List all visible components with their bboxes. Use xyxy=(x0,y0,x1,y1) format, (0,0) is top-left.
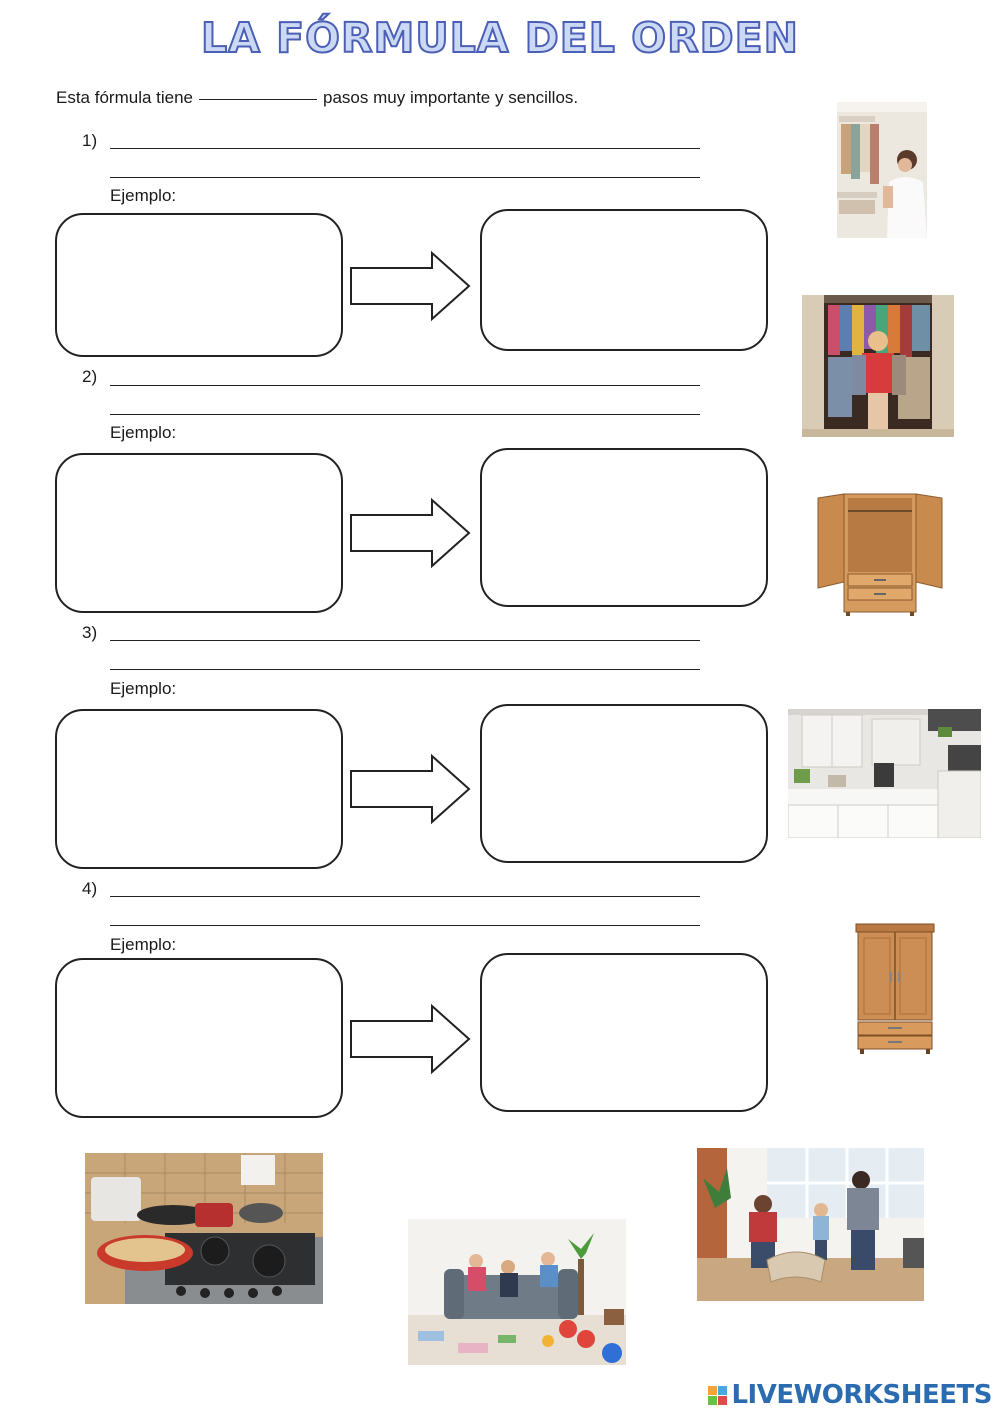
open-wardrobe-photo[interactable] xyxy=(812,490,948,618)
intro-text-before: Esta fórmula tiene xyxy=(56,88,194,107)
step-4-answer-line-2[interactable] xyxy=(110,925,700,926)
step-2-example-box-before[interactable] xyxy=(55,453,343,613)
step-4-answer-line-1[interactable] xyxy=(110,896,700,897)
step-3-answer-line-1[interactable] xyxy=(110,640,700,641)
woman-at-closet-photo[interactable] xyxy=(837,102,927,238)
step-3-number: 3) xyxy=(82,623,98,642)
clean-kitchen-photo[interactable] xyxy=(788,709,981,838)
messy-living-room-photo[interactable] xyxy=(408,1219,626,1365)
step-2-example-box-after[interactable] xyxy=(480,448,768,607)
step-4-number: 4) xyxy=(82,879,98,898)
logo-blocks-icon xyxy=(708,1385,728,1405)
step-4-example-box-before[interactable] xyxy=(55,958,343,1118)
step-2-answer-line-1[interactable] xyxy=(110,385,700,386)
family-cleaning-photo[interactable] xyxy=(697,1148,924,1301)
page-title: LA FÓRMULA DEL ORDEN xyxy=(200,13,799,63)
dirty-stove-photo[interactable] xyxy=(85,1153,323,1304)
step-1-answer-line-2[interactable] xyxy=(110,177,700,178)
step-2-number: 2) xyxy=(82,367,98,386)
step-1-answer-line-1[interactable] xyxy=(110,148,700,149)
step-3-arrow-icon xyxy=(350,753,471,825)
step-3-example-box-after[interactable] xyxy=(480,704,768,863)
step-4-example-box-after[interactable] xyxy=(480,953,768,1112)
step-1-example-box-before[interactable] xyxy=(55,213,343,357)
step-3-example-box-before[interactable] xyxy=(55,709,343,869)
step-1-example-box-after[interactable] xyxy=(480,209,768,351)
step-3-example-label: Ejemplo: xyxy=(110,679,177,698)
logo-text: LIVEWORKSHEETS xyxy=(731,1380,992,1410)
step-1-example-label: Ejemplo: xyxy=(110,186,177,205)
step-2-arrow-icon xyxy=(350,497,471,569)
step-2-example-label: Ejemplo: xyxy=(110,423,177,442)
step-4-example-label: Ejemplo: xyxy=(110,935,177,954)
intro-text-after: pasos muy importante y sencillos. xyxy=(323,88,579,107)
intro-sentence: Esta fórmula tiene pasos muy importante y… xyxy=(56,88,578,108)
liveworksheets-logo: LIVEWORKSHEETS xyxy=(708,1380,992,1410)
girl-in-wardrobe-photo[interactable] xyxy=(802,295,954,437)
step-3-answer-line-2[interactable] xyxy=(110,669,700,670)
step-1-arrow-icon xyxy=(350,250,471,322)
step-4-arrow-icon xyxy=(350,1003,471,1075)
closed-wardrobe-photo[interactable] xyxy=(852,922,938,1056)
intro-blank-field[interactable] xyxy=(199,99,318,100)
step-1-number: 1) xyxy=(82,131,98,150)
step-2-answer-line-2[interactable] xyxy=(110,414,700,415)
